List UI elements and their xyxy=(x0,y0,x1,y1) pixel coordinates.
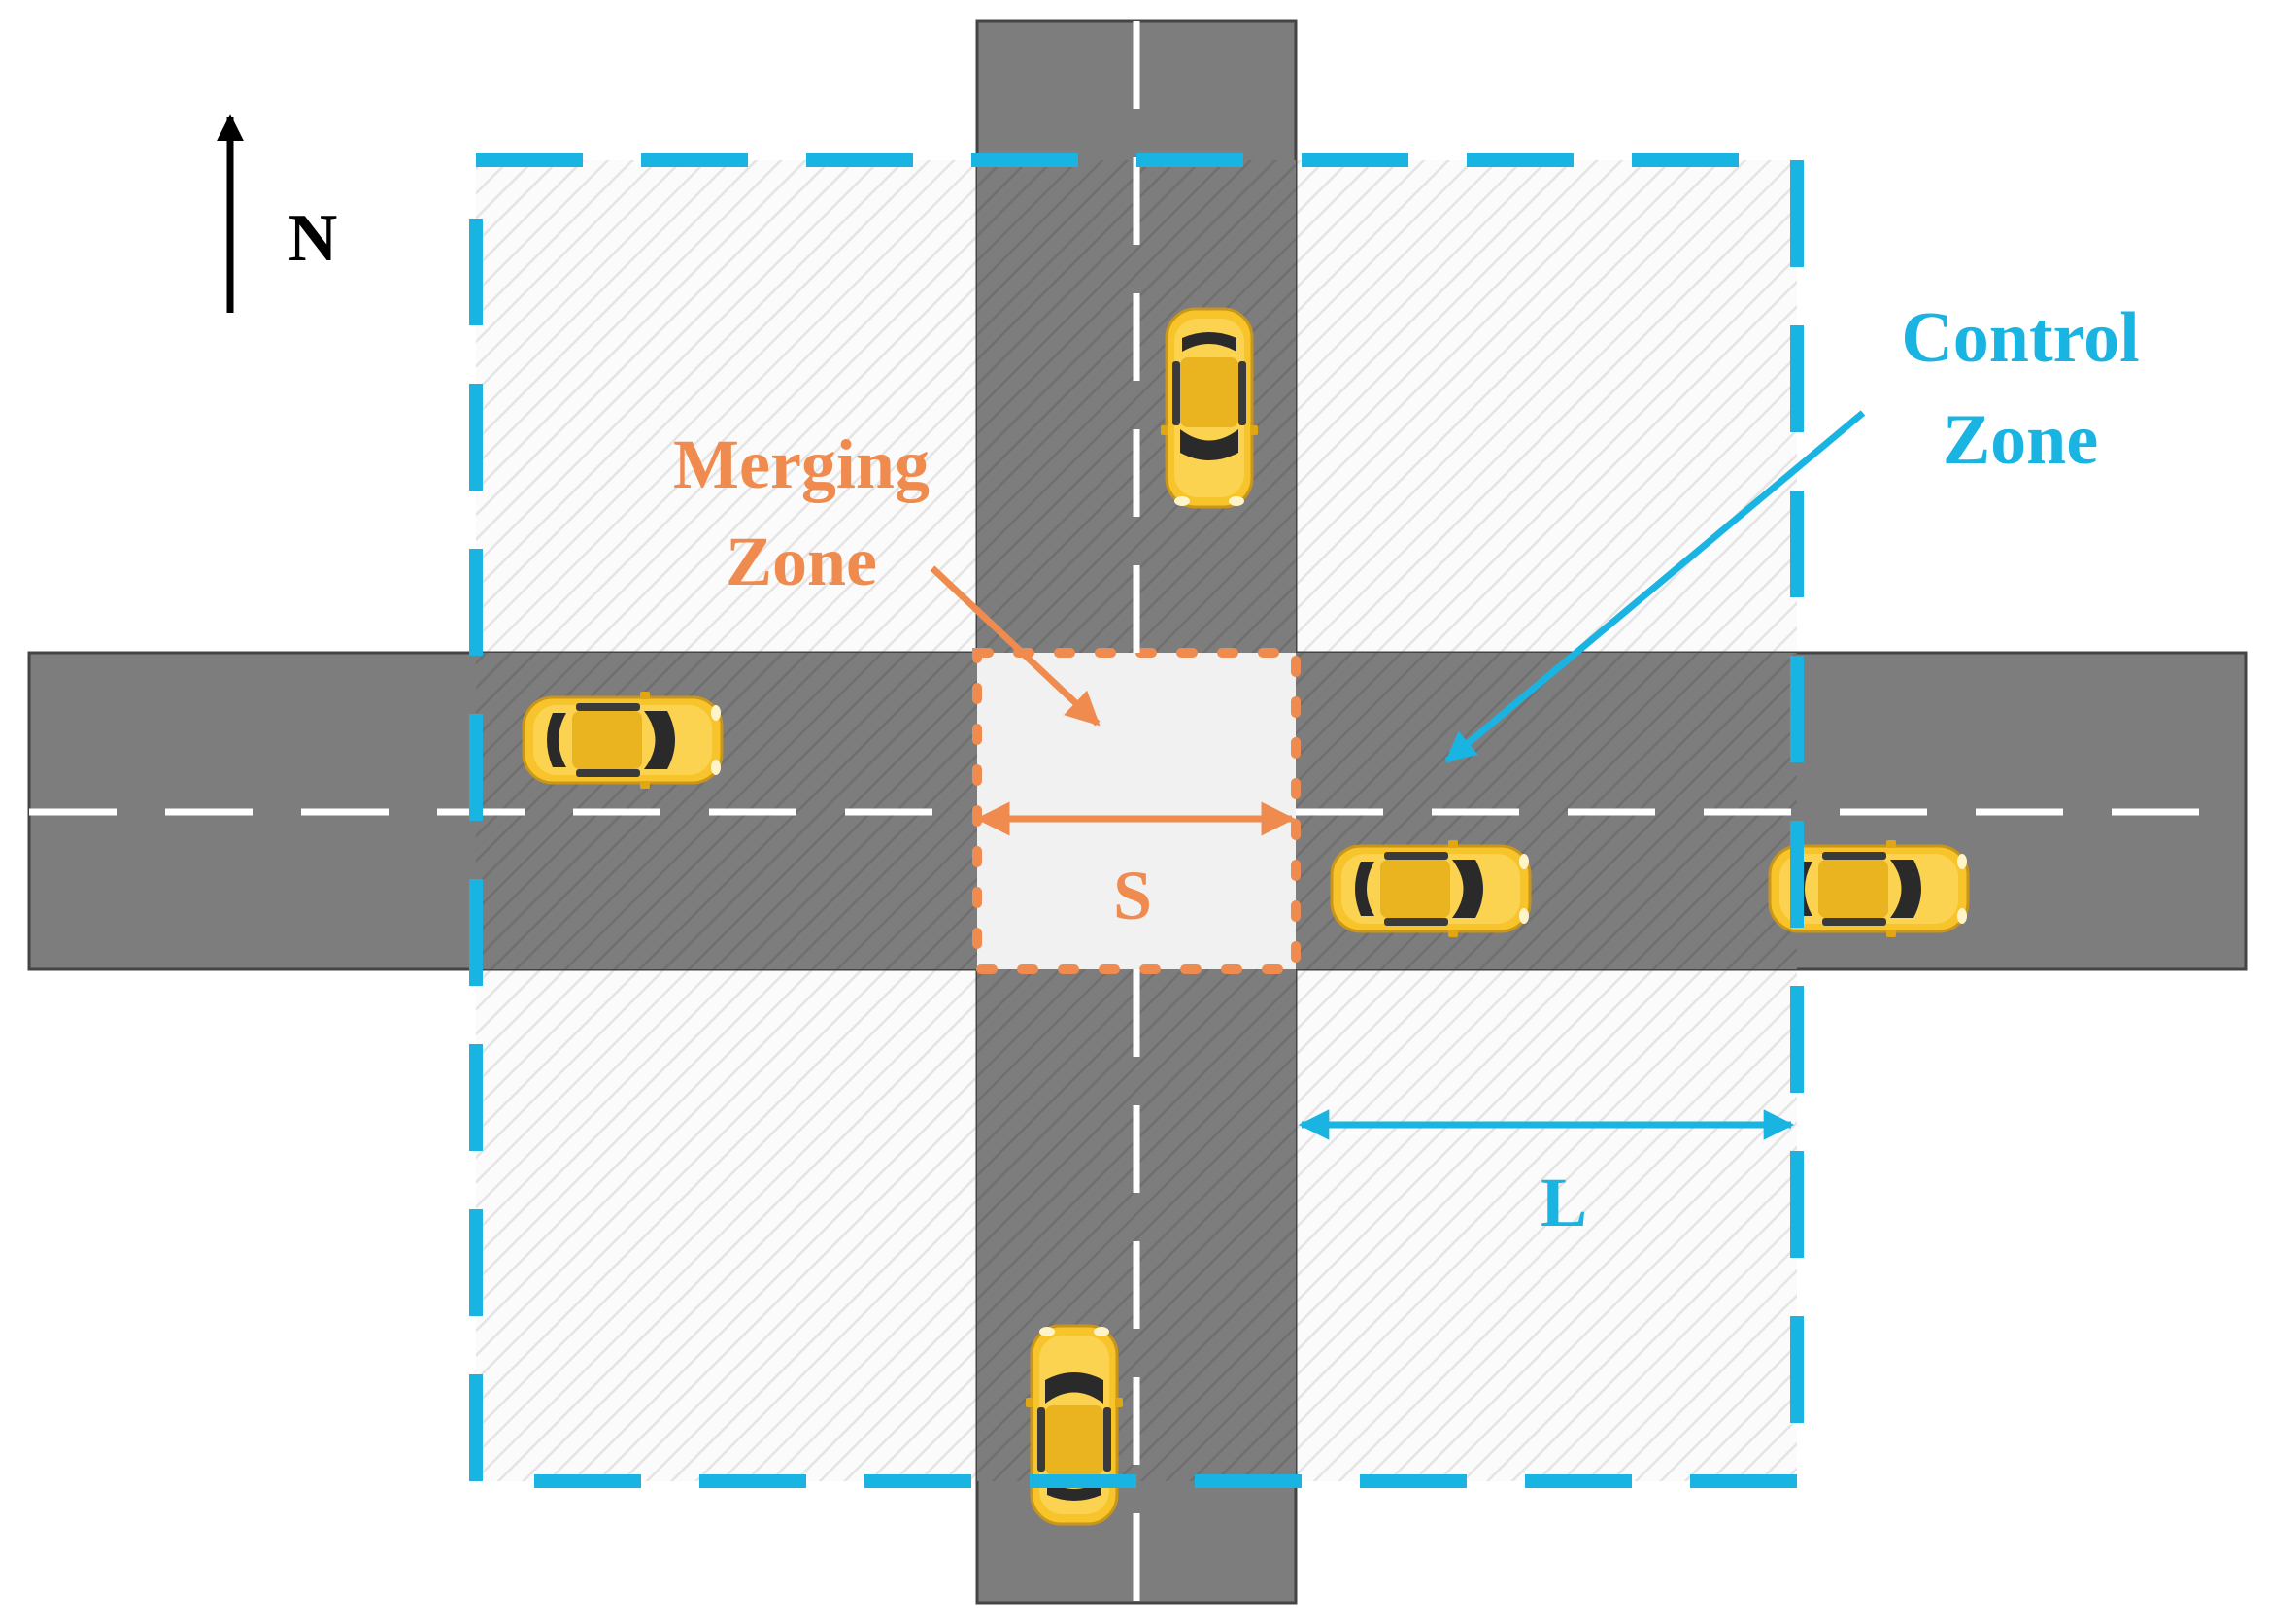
vehicle-north-southbound xyxy=(1159,307,1260,509)
lane-markings xyxy=(29,21,2246,1603)
vehicle-east-near-eastbound xyxy=(1330,838,1532,939)
control-zone-label-line1: Control xyxy=(1901,298,2139,378)
control-zone-label-line2: Zone xyxy=(1943,400,2098,480)
vehicle-south-northbound xyxy=(1024,1324,1125,1526)
control-zone-border xyxy=(469,153,1804,1488)
merging-length-label: S xyxy=(1113,857,1152,934)
control-zone-pointer-arrow xyxy=(1444,410,1866,763)
control-length-label: L xyxy=(1541,1164,1587,1241)
merging-zone-label-line1: Merging xyxy=(673,425,930,503)
vehicle-west-eastbound xyxy=(522,690,724,791)
north-label: N xyxy=(288,201,338,276)
merging-zone-pointer-arrow xyxy=(930,565,1101,727)
merging-zone-label-line2: Zone xyxy=(726,523,877,600)
